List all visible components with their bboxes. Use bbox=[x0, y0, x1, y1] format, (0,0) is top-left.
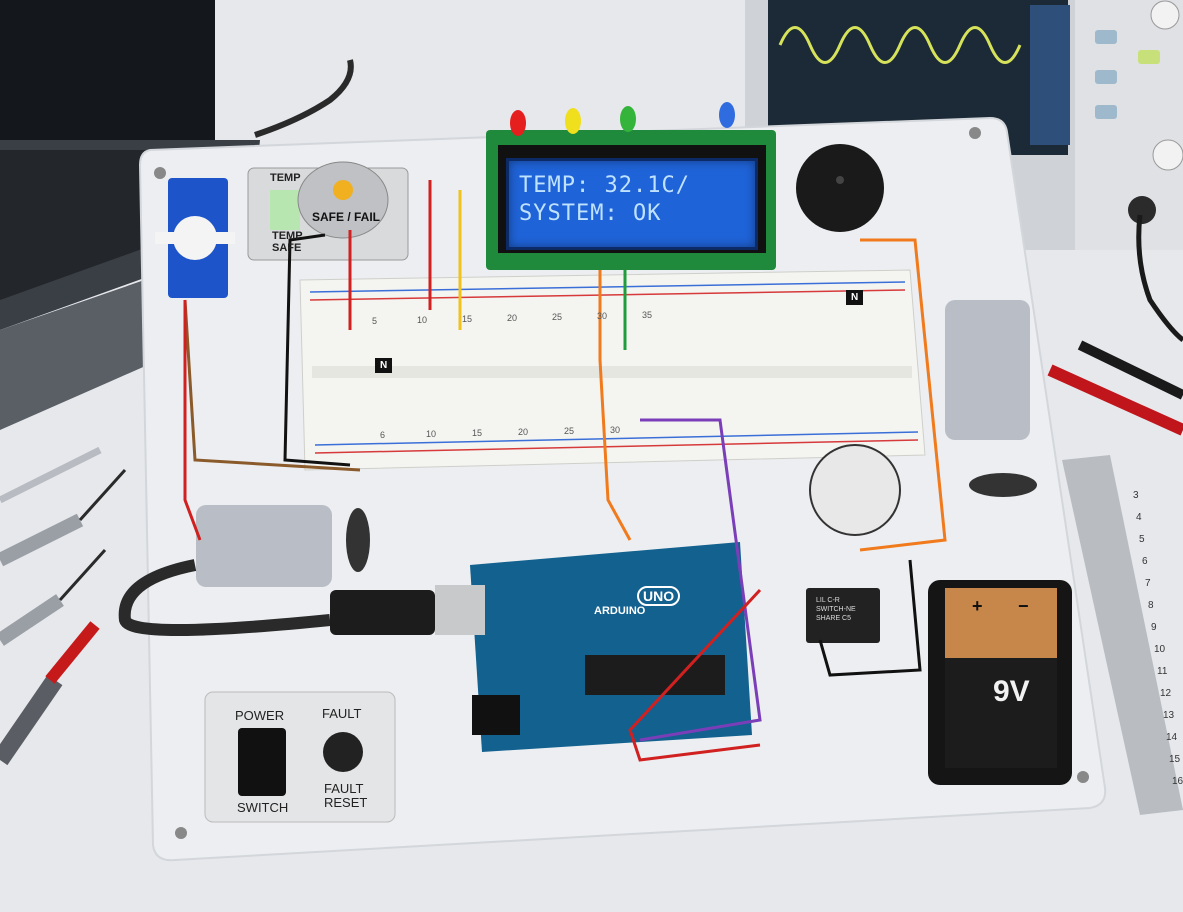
ruler-mark: 5 bbox=[1139, 534, 1145, 545]
ruler-mark: 8 bbox=[1148, 600, 1154, 611]
temp-bottom-label: TEMP SAFE bbox=[272, 230, 303, 254]
battery-plus: + bbox=[972, 596, 983, 616]
lcd-line-2: SYSTEM: OK bbox=[519, 201, 662, 226]
ruler-mark: 11 bbox=[1157, 666, 1168, 677]
dc-motor-left bbox=[196, 505, 370, 587]
fault-reset-button[interactable] bbox=[323, 732, 363, 772]
ruler-mark: 15 bbox=[1169, 754, 1181, 765]
ruler-mark: 7 bbox=[1145, 578, 1151, 589]
jumper-wires bbox=[183, 180, 947, 762]
dc-motor-right bbox=[945, 300, 1037, 497]
relay-line-1: LIL C-R bbox=[816, 597, 840, 604]
battery-voltage: 9V bbox=[993, 675, 1030, 708]
leds-row bbox=[510, 102, 735, 136]
arduino-model: UNO bbox=[637, 586, 681, 606]
switch-label: SWITCH bbox=[237, 800, 289, 815]
breadboard-col-number: 15 bbox=[462, 314, 473, 324]
breadboard-col-number: 15 bbox=[472, 428, 483, 438]
fault-reset-label: FAULT RESET bbox=[324, 782, 367, 810]
control-panel bbox=[204, 691, 396, 823]
breadboard-col-number: 30 bbox=[597, 311, 608, 321]
fault-reset-label-2: RESET bbox=[324, 795, 368, 810]
encoder-wheel bbox=[809, 444, 901, 536]
fault-reset-label-1: FAULT bbox=[324, 781, 364, 796]
breadboard-col-number: 25 bbox=[564, 426, 575, 436]
power-switch[interactable] bbox=[238, 728, 286, 796]
ruler-mark: 3 bbox=[1133, 490, 1139, 501]
relay-label: LIL C-R SWITCH-NE SHARE C5 bbox=[816, 596, 856, 623]
transistor-left: N bbox=[375, 358, 393, 373]
temp-module bbox=[247, 161, 409, 261]
temp-bottom-label-2: SAFE bbox=[272, 242, 302, 254]
breadboard-col-number: 30 bbox=[610, 425, 621, 435]
ruler-mark: 14 bbox=[1166, 732, 1178, 743]
breadboard-col-number: 5 bbox=[372, 316, 378, 326]
ruler-mark: 9 bbox=[1151, 622, 1157, 633]
temp-bottom-label-1: TEMP bbox=[272, 230, 303, 242]
relay-line-3: SHARE C5 bbox=[816, 615, 852, 622]
transistor-right: N bbox=[846, 290, 864, 305]
usb-plug bbox=[330, 590, 435, 635]
ruler-mark: 4 bbox=[1136, 512, 1142, 523]
relay bbox=[806, 588, 880, 643]
temp-top-label: TEMP bbox=[270, 172, 301, 184]
breadboard-col-number: 25 bbox=[552, 312, 563, 322]
ruler-mark: 12 bbox=[1160, 688, 1172, 699]
lcd-screen: TEMP: 32.1C/ SYSTEM: OK bbox=[506, 158, 758, 250]
arduino-brand: ARDUINO bbox=[594, 605, 646, 617]
breadboard-col-number: 6 bbox=[380, 430, 386, 440]
battery-9v bbox=[928, 580, 1072, 785]
ruler-mark: 16 bbox=[1172, 776, 1183, 787]
breadboard-col-number: 35 bbox=[642, 310, 653, 320]
breadboard-col-number: 20 bbox=[518, 427, 529, 437]
ruler bbox=[1062, 455, 1183, 815]
buzzer bbox=[796, 144, 884, 232]
ruler-mark: 6 bbox=[1142, 556, 1148, 567]
ruler-mark: 13 bbox=[1163, 710, 1175, 721]
servo-motor bbox=[155, 178, 235, 298]
breadboard-col-number: 10 bbox=[426, 429, 437, 439]
lcd-line-1: TEMP: 32.1C/ bbox=[519, 173, 690, 198]
ruler-mark: 10 bbox=[1154, 644, 1166, 655]
arduino-board bbox=[470, 542, 752, 752]
breadboard bbox=[299, 269, 926, 471]
relay-line-2: SWITCH-NE bbox=[816, 606, 856, 613]
fault-label: FAULT bbox=[322, 706, 362, 721]
safe-fail-label: SAFE / FAIL bbox=[312, 210, 381, 224]
breadboard-col-number: 10 bbox=[417, 315, 428, 325]
battery-minus: − bbox=[1018, 596, 1029, 616]
breadboard-col-number: 20 bbox=[507, 313, 518, 323]
power-label: POWER bbox=[235, 708, 285, 723]
